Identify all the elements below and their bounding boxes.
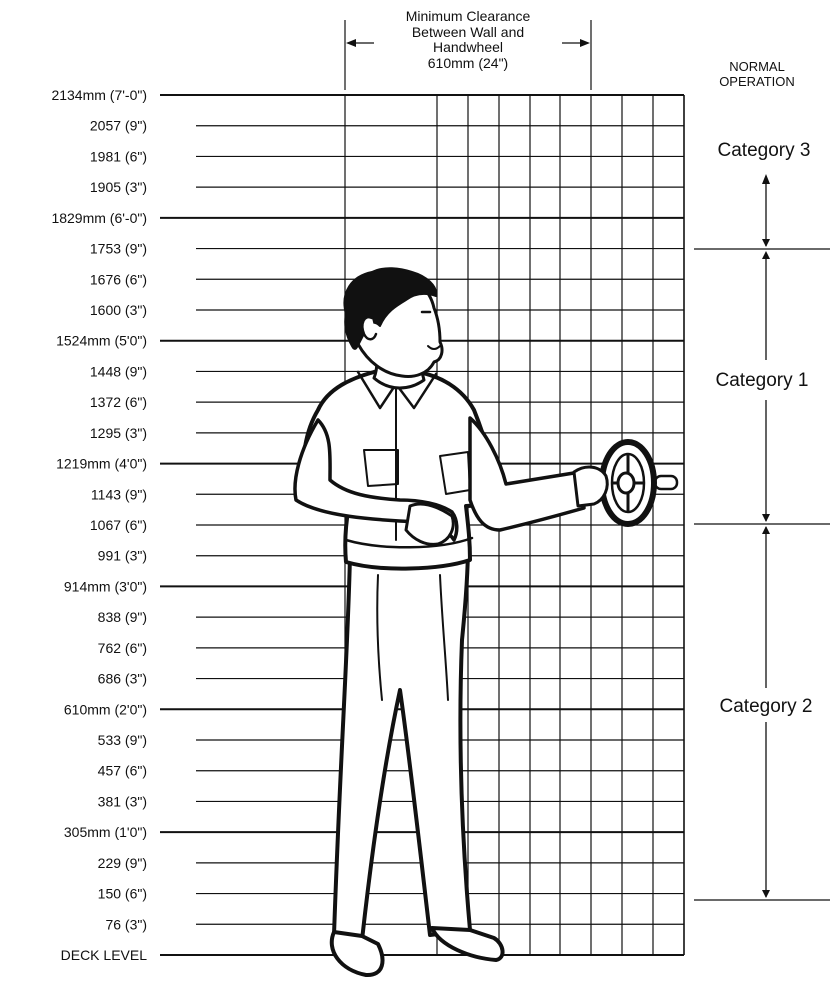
height-label: 150 (6") bbox=[98, 886, 147, 902]
clearance-label-line3: Handwheel bbox=[433, 39, 503, 55]
height-label: 1295 (3") bbox=[90, 425, 147, 441]
height-label: 1905 (3") bbox=[90, 179, 147, 195]
height-label: 2057 (9") bbox=[90, 118, 147, 134]
arrowhead-down-icon bbox=[762, 890, 770, 898]
arrowhead-down-icon bbox=[762, 514, 770, 522]
arrowhead-up-icon bbox=[762, 526, 770, 534]
height-label: 305mm (1'0") bbox=[64, 824, 147, 840]
height-label: 610mm (2'0") bbox=[64, 701, 147, 717]
arrowhead-down-icon bbox=[762, 239, 770, 247]
height-label: 1981 (6") bbox=[90, 148, 147, 164]
category-1-label: Category 1 bbox=[716, 370, 809, 391]
category-3-label: Category 3 bbox=[718, 140, 811, 161]
category-2-label: Category 2 bbox=[720, 696, 813, 717]
arrowhead-left-icon bbox=[346, 39, 356, 47]
arrowhead-right-icon bbox=[580, 39, 590, 47]
height-label: 762 (6") bbox=[98, 640, 147, 656]
arrowhead-up-icon bbox=[762, 174, 770, 184]
height-label: 1753 (9") bbox=[90, 241, 147, 257]
height-label: 1067 (6") bbox=[90, 517, 147, 533]
height-label: 686 (3") bbox=[98, 671, 147, 687]
normal-operation-line2: OPERATION bbox=[719, 74, 795, 89]
height-label: 1143 (9") bbox=[91, 486, 147, 502]
clearance-label-line1: Minimum Clearance bbox=[406, 8, 531, 24]
category-dimensions bbox=[694, 180, 830, 901]
arrowhead-up-icon bbox=[762, 251, 770, 259]
height-label: 1524mm (5'0") bbox=[56, 333, 147, 349]
height-label: 1219mm (4'0") bbox=[56, 456, 147, 472]
operator-figure-icon bbox=[293, 267, 609, 977]
height-label: 1600 (3") bbox=[90, 302, 147, 318]
height-label: 229 (9") bbox=[98, 855, 147, 871]
height-label: 533 (9") bbox=[98, 732, 147, 748]
height-label: 2134mm (7'-0") bbox=[51, 87, 147, 103]
height-label: 381 (3") bbox=[98, 793, 147, 809]
height-label: 1448 (9") bbox=[90, 363, 147, 379]
height-label: 457 (6") bbox=[98, 763, 147, 779]
height-label: 914mm (3'0") bbox=[64, 578, 147, 594]
clearance-label-line2: Between Wall and bbox=[412, 24, 524, 40]
height-label: 76 (3") bbox=[105, 916, 147, 932]
clearance-dimension: Minimum Clearance Between Wall and Handw… bbox=[344, 8, 592, 90]
handwheel-valve-icon bbox=[599, 439, 679, 527]
height-label: DECK LEVEL bbox=[61, 947, 148, 963]
normal-operation-line1: NORMAL bbox=[729, 59, 785, 74]
clearance-label-line4: 610mm (24") bbox=[428, 55, 508, 71]
height-label: 1829mm (6'-0") bbox=[51, 210, 147, 226]
height-label: 838 (9") bbox=[98, 609, 147, 625]
height-label: 991 (3") bbox=[98, 548, 147, 564]
height-label: 1372 (6") bbox=[90, 394, 147, 410]
height-label: 1676 (6") bbox=[90, 271, 147, 287]
